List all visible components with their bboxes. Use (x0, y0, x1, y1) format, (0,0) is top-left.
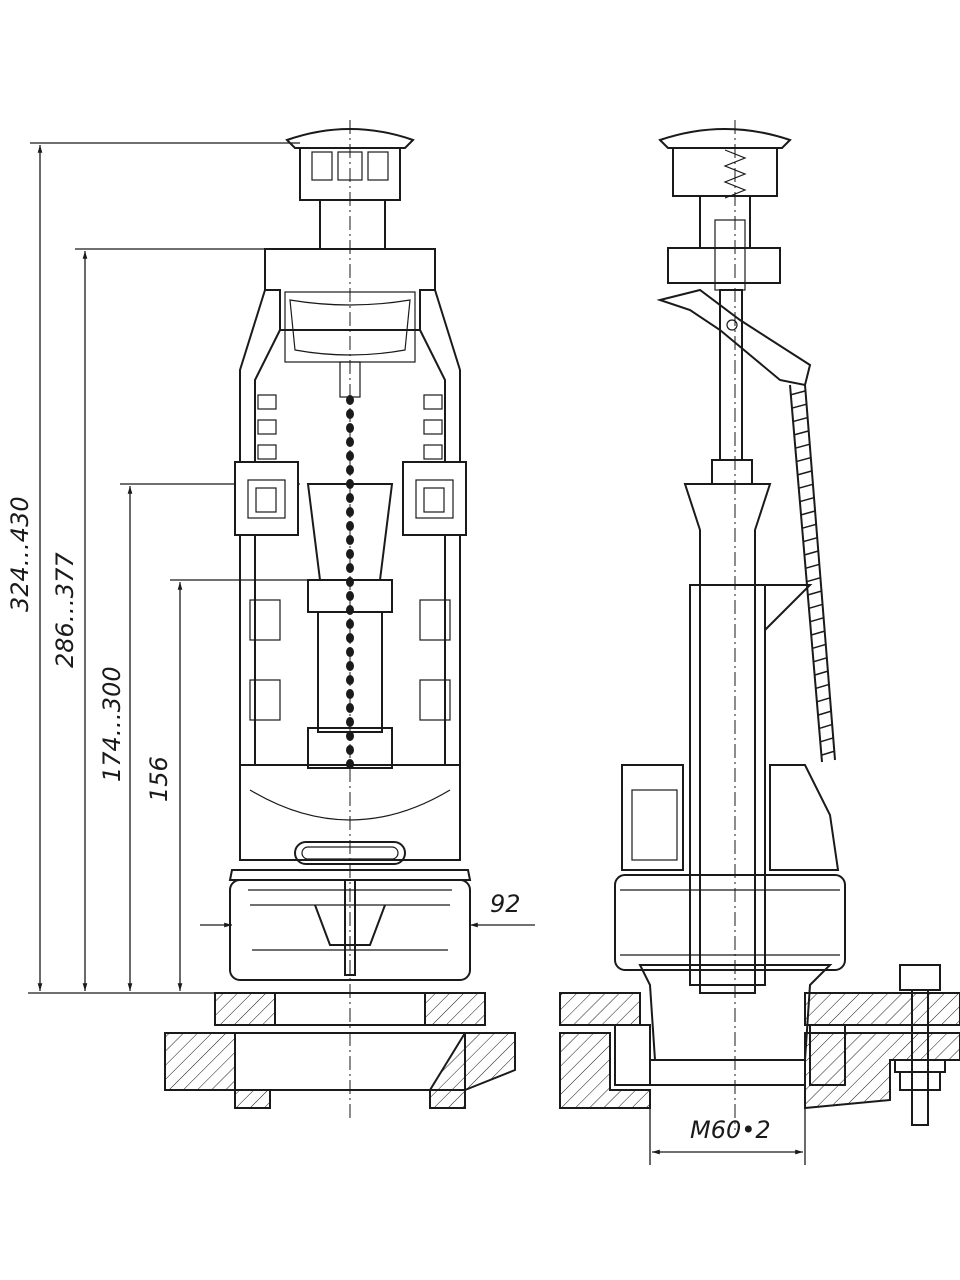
dimension-frame-height: 286…377 (51, 552, 79, 668)
ladder-rung (800, 510, 816, 516)
ladder-rung (818, 710, 832, 716)
chain-link (346, 731, 354, 741)
dimension-overflow-height: 156 (145, 756, 173, 802)
ladder-rung (821, 750, 836, 756)
chain-link (346, 661, 354, 671)
chain-link (346, 717, 354, 727)
chain-link (346, 689, 354, 699)
chain-link (346, 633, 354, 643)
chain-link (346, 507, 354, 517)
chain-link (346, 479, 354, 489)
ladder-rung (790, 403, 807, 410)
chain-link (346, 619, 354, 629)
ladder-rung (799, 496, 815, 503)
ladder-rung (812, 643, 827, 650)
chain (346, 395, 354, 769)
side-view (559, 120, 960, 1165)
dimension-lines (28, 142, 535, 994)
ladder-rung (804, 550, 819, 556)
chain-link (346, 437, 354, 447)
ladder-rung (795, 456, 811, 463)
float-ladder (789, 390, 836, 756)
ladder-rung (794, 443, 810, 450)
ladder-rung (807, 590, 822, 596)
front-view (164, 120, 516, 1120)
chain-link (346, 703, 354, 713)
chain-link (346, 605, 354, 615)
chain-link (346, 577, 354, 587)
chain-link (346, 745, 354, 755)
dimension-thread: M60•2 (690, 1116, 771, 1144)
chain-link (346, 675, 354, 685)
chain-link (346, 563, 354, 573)
chain-link (346, 647, 354, 657)
dimension-clip-height: 174…300 (98, 666, 126, 782)
chain-link (346, 451, 354, 461)
ladder-rung (801, 523, 817, 530)
ladder-rung (811, 630, 826, 636)
ladder-rung (806, 576, 821, 583)
chain-link (346, 395, 354, 405)
ladder-rung (802, 536, 818, 543)
chain-link (346, 423, 354, 433)
ladder-rung (819, 723, 833, 730)
dimension-base-width: 92 (490, 890, 521, 918)
chain-link (346, 493, 354, 503)
ladder-rung (796, 470, 812, 476)
ladder-rung (813, 656, 828, 663)
ladder-rung (808, 603, 823, 610)
ladder-rung (798, 483, 813, 490)
chain-link (346, 521, 354, 531)
dimension-total-height: 324…430 (6, 496, 34, 612)
ladder-rung (792, 416, 808, 423)
ladder-rung (805, 563, 820, 570)
ladder-rung (815, 683, 830, 690)
chain-link (346, 591, 354, 601)
ladder-rung (817, 696, 831, 703)
chain-link (346, 549, 354, 559)
ladder-rung (793, 430, 809, 436)
chain-link (346, 409, 354, 419)
chain-link (346, 535, 354, 545)
ladder-rung (809, 616, 825, 623)
ladder-rung (814, 670, 829, 676)
ladder-rung (789, 390, 806, 396)
chain-link (346, 465, 354, 475)
ladder-rung (820, 736, 835, 743)
